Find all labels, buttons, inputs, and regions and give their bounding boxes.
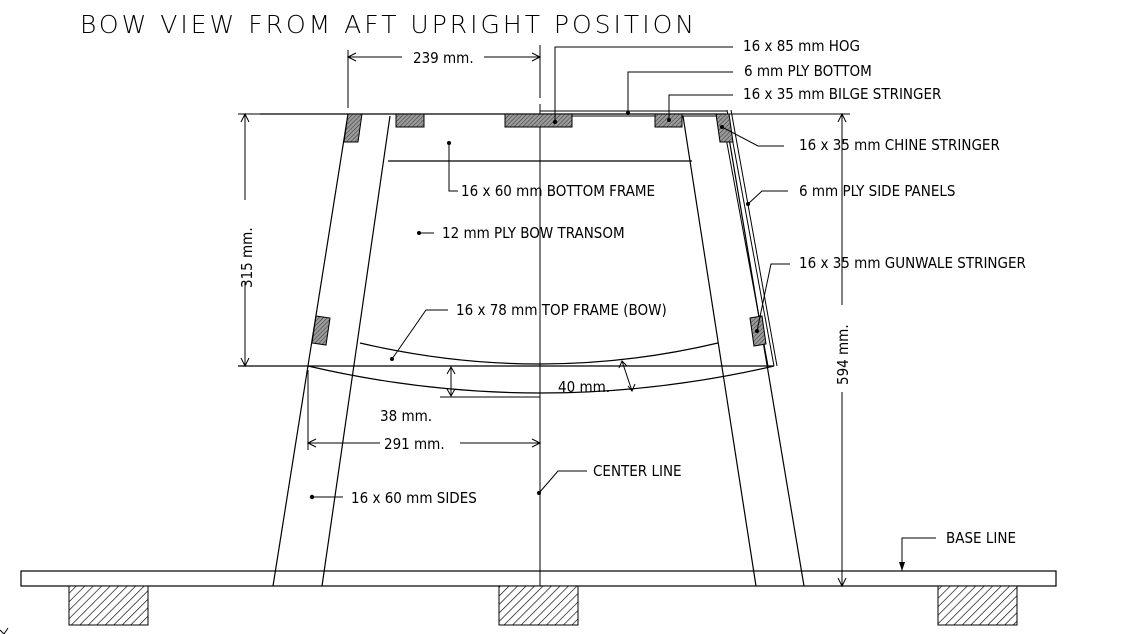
support-block-left <box>68 585 149 626</box>
support-block-center <box>498 585 579 626</box>
right-side-frame <box>682 113 805 587</box>
svg-text:CENTER LINE: CENTER LINE <box>593 462 682 480</box>
hog <box>504 113 573 128</box>
dim-camber-left: 38 mm. <box>380 365 456 425</box>
svg-text:16 x 60 mm BOTTOM FRAME: 16 x 60 mm BOTTOM FRAME <box>461 182 655 200</box>
dim-transom-height: 315 mm. <box>238 112 330 368</box>
svg-text:16 x 35 mm GUNWALE STRINGER: 16 x 35 mm GUNWALE STRINGER <box>799 254 1026 272</box>
left-side-frame <box>272 113 391 587</box>
left-bilge-stringer <box>395 113 425 128</box>
left-chine-stringer <box>343 113 363 143</box>
left-gunwale-stringer <box>311 315 331 346</box>
dim-total-height: 594 mm. <box>834 112 852 588</box>
dim-camber-right: 40 mm. <box>558 360 636 396</box>
svg-text:40 mm.: 40 mm. <box>558 378 610 396</box>
leader-hog: 16 x 85 mm HOG <box>552 37 860 125</box>
leader-bilge-stringer: 16 x 35 mm BILGE STRINGER <box>667 85 941 122</box>
svg-text:16 x 35 mm CHINE STRINGER: 16 x 35 mm CHINE STRINGER <box>799 136 1000 154</box>
dim-top-half-width: 239 mm. <box>346 49 542 108</box>
svg-text:12 mm PLY BOW TRANSOM: 12 mm PLY BOW TRANSOM <box>442 224 625 242</box>
svg-text:16 x 35 mm BILGE STRINGER: 16 x 35 mm BILGE STRINGER <box>743 85 941 103</box>
drawing-title: BOW VIEW FROM AFT UPRIGHT POSITION <box>80 10 697 39</box>
svg-text:38 mm.: 38 mm. <box>380 407 432 425</box>
svg-text:239 mm.: 239 mm. <box>413 49 474 67</box>
svg-text:594 mm.: 594 mm. <box>834 324 852 385</box>
leader-gunwale-stringer: 16 x 35 mm GUNWALE STRINGER <box>755 254 1026 333</box>
svg-text:BASE LINE: BASE LINE <box>946 529 1016 547</box>
svg-text:6 mm PLY SIDE PANELS: 6 mm PLY SIDE PANELS <box>799 182 956 200</box>
dim-bottom-half-width: 291 mm. <box>306 370 542 453</box>
svg-text:16 x 85 mm HOG: 16 x 85 mm HOG <box>743 37 860 55</box>
leader-ply-bottom: 6 mm PLY BOTTOM <box>626 62 872 115</box>
svg-text:16 x 60 mm SIDES: 16 x 60 mm SIDES <box>351 489 477 507</box>
svg-text:6 mm PLY BOTTOM: 6 mm PLY BOTTOM <box>744 62 872 80</box>
svg-text:315 mm.: 315 mm. <box>238 227 256 288</box>
support-block-right <box>937 585 1018 626</box>
leader-center-line: CENTER LINE <box>537 462 682 495</box>
top-frame-upper-curve <box>359 342 719 365</box>
base-plank <box>20 570 1057 587</box>
svg-text:291 mm.: 291 mm. <box>384 435 445 453</box>
leader-top-frame: 16 x 78 mm TOP FRAME (BOW) <box>390 301 667 361</box>
leader-sides: 16 x 60 mm SIDES <box>309 489 477 507</box>
leader-bow-transom: 12 mm PLY BOW TRANSOM <box>417 224 625 242</box>
corner-mark <box>0 627 9 634</box>
leader-bottom-frame: 16 x 60 mm BOTTOM FRAME <box>447 141 655 200</box>
svg-text:16 x 78 mm TOP FRAME (BOW): 16 x 78 mm TOP FRAME (BOW) <box>456 301 667 319</box>
leader-ply-side-panels: 6 mm PLY SIDE PANELS <box>746 182 956 206</box>
top-frame-lower-curve <box>307 365 775 394</box>
leader-base-line: BASE LINE <box>899 529 1016 571</box>
leader-chine-stringer: 16 x 35 mm CHINE STRINGER <box>720 125 1000 154</box>
